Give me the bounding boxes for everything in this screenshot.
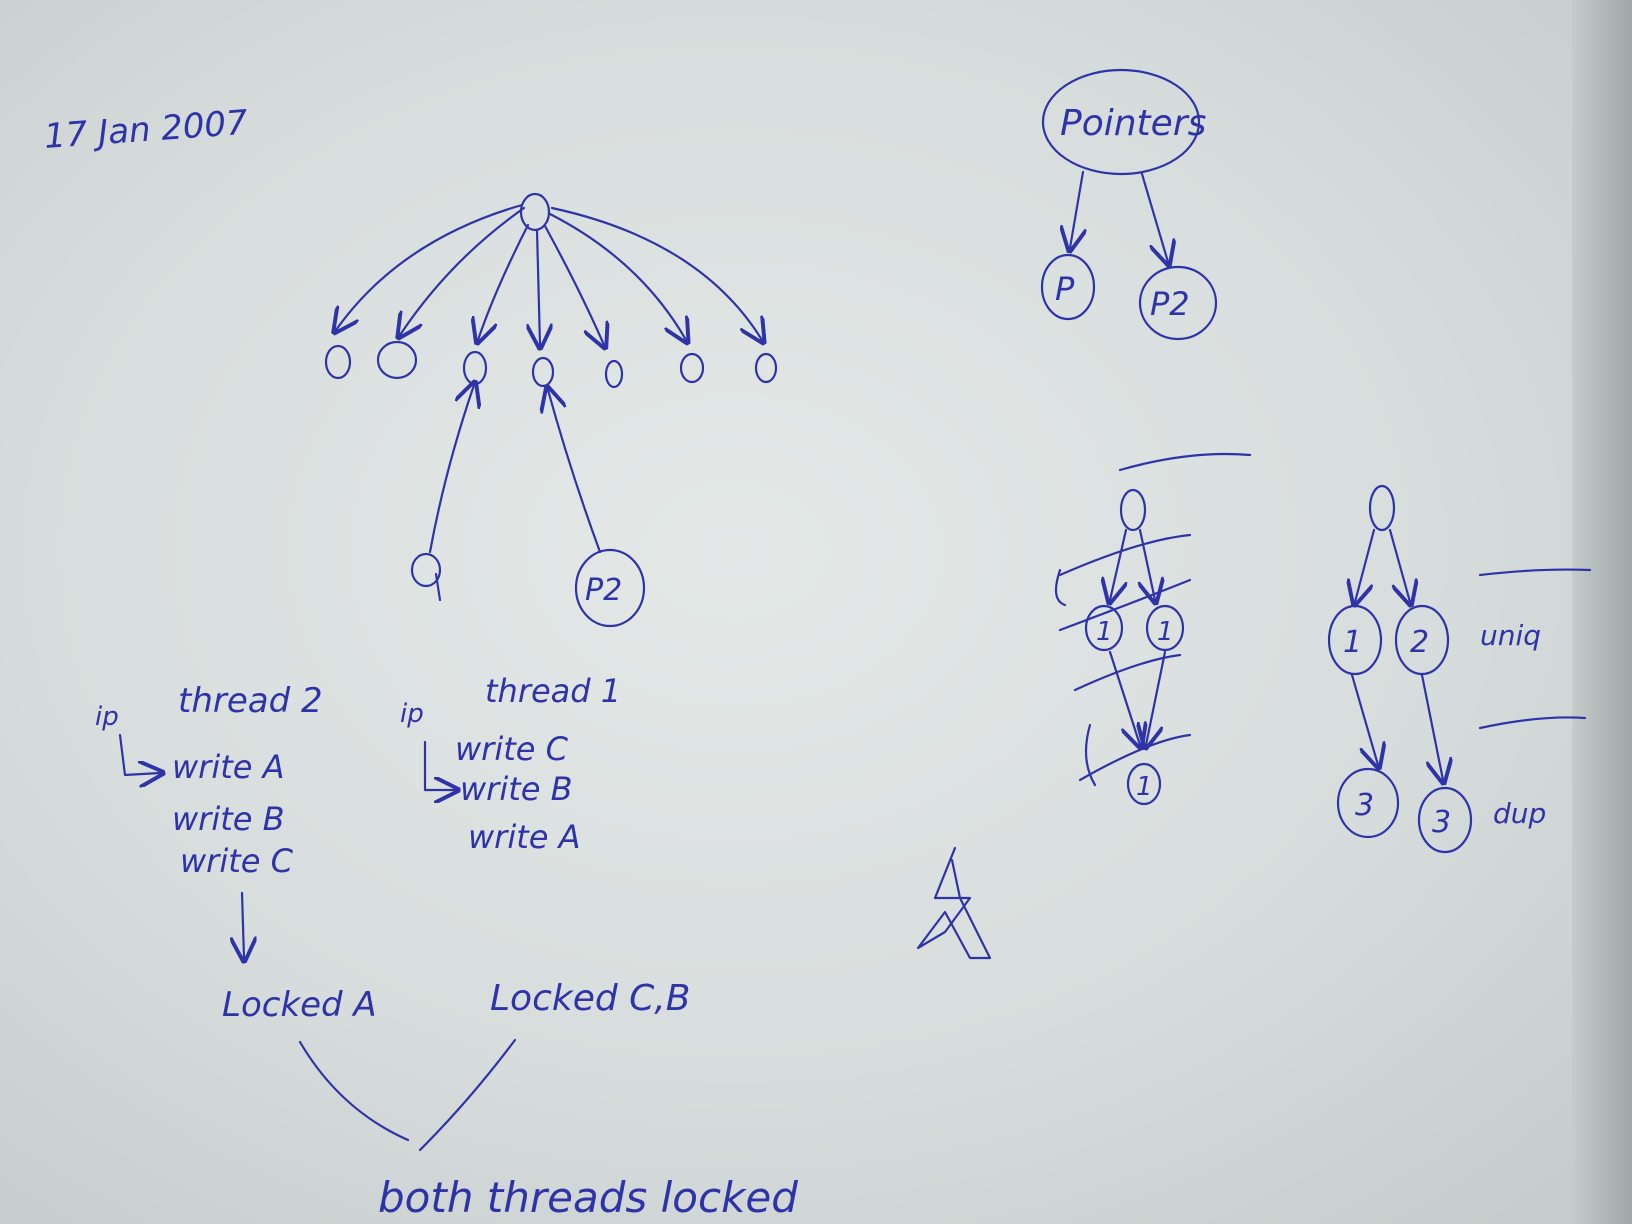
svg-text:1: 1 [1136, 772, 1153, 802]
root-node [519, 192, 551, 232]
thread-notes: ip thread 2 write A write B write C ip t… [95, 672, 798, 1222]
p-circle [1040, 253, 1096, 321]
date-note: 17 Jan 2007 [43, 103, 249, 157]
svg-text:1: 1 [1343, 625, 1362, 660]
zigzag-doodle [916, 846, 992, 960]
svg-text:1: 1 [1157, 617, 1174, 647]
pointers-diagram: Pointers P P2 [1040, 68, 1218, 341]
thread1-label: thread 1 [485, 672, 621, 710]
p2-label: P2 [1150, 285, 1190, 323]
p2-node [574, 548, 646, 628]
child-node [679, 352, 705, 384]
t2-line-1: write A [172, 748, 285, 786]
p2-circle [1138, 265, 1218, 341]
thread2-label: thread 2 [178, 681, 323, 721]
uniq-label: uniq [1480, 619, 1541, 652]
t1-line-2: write B [460, 770, 573, 808]
pointers-bubble [1041, 68, 1201, 176]
t2-line-2: write B [172, 800, 285, 838]
pointers-label: Pointers [1060, 103, 1206, 144]
child-node [376, 340, 418, 380]
svg-text:3: 3 [1432, 805, 1451, 840]
top-node [1368, 484, 1396, 532]
bleed-through-text [250, 60, 1450, 1160]
page-edge [1572, 0, 1632, 1224]
t2-line-3: write C [180, 842, 294, 880]
ip-right: ip [400, 699, 424, 729]
dup-label: dup [1493, 797, 1546, 830]
svg-text:3: 3 [1355, 788, 1374, 823]
uniq-dup-graph: 1 2 3 3 uniq dup [1327, 484, 1592, 854]
child-node [531, 356, 555, 388]
svg-text:1: 1 [1096, 617, 1113, 647]
fan-out-diagram: P2 [324, 192, 778, 628]
crossed-graph: 1 1 1 [1054, 452, 1252, 806]
child-node [462, 350, 488, 386]
child-node [754, 352, 778, 384]
t1-line-3: write A [468, 818, 581, 856]
p2-bottom-label: P2 [585, 573, 622, 608]
svg-text:2: 2 [1410, 625, 1429, 660]
locked-cb: Locked C,B [490, 978, 690, 1019]
child-node [604, 359, 624, 389]
top-node [1119, 488, 1147, 532]
child-node [324, 344, 352, 380]
p-label: P [1055, 270, 1075, 308]
both-locked: both threads locked [378, 1173, 798, 1222]
p-node [410, 552, 442, 588]
locked-a: Locked A [222, 985, 377, 1025]
ip-left: ip [95, 702, 119, 732]
t1-line-1: write C [455, 730, 569, 768]
